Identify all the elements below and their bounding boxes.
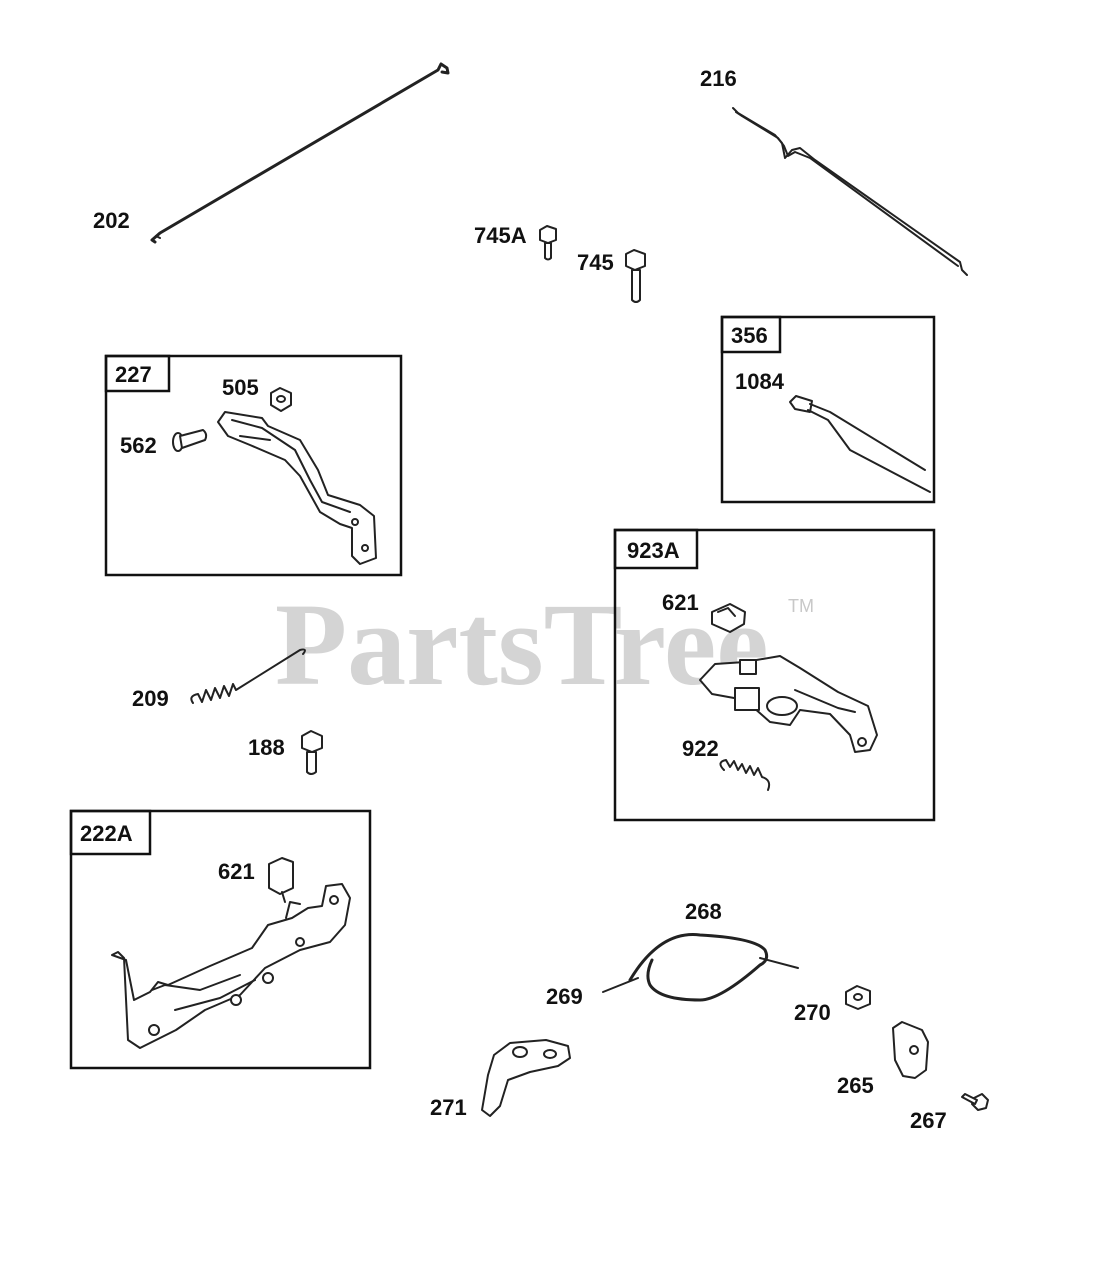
watermark: PartsTree	[275, 579, 769, 710]
label-202[interactable]: 202	[93, 208, 130, 233]
part-1084-harness[interactable]	[789, 395, 931, 493]
label-621-top[interactable]: 621	[662, 590, 699, 615]
part-216-link[interactable]	[732, 107, 968, 276]
part-505-nut[interactable]	[270, 387, 292, 412]
part-268-cable[interactable]	[602, 933, 799, 1002]
label-209[interactable]: 209	[132, 686, 169, 711]
box-222A-label[interactable]: 222A	[80, 821, 133, 846]
box-356-label[interactable]: 356	[731, 323, 768, 348]
label-745A[interactable]: 745A	[474, 223, 527, 248]
watermark-tm: TM	[788, 596, 814, 616]
label-621-lower[interactable]: 621	[218, 859, 255, 884]
label-1084[interactable]: 1084	[735, 369, 785, 394]
part-621-clip-923A[interactable]	[711, 603, 746, 633]
part-922-spring[interactable]	[719, 759, 771, 791]
part-923A-bracket[interactable]	[699, 655, 878, 753]
label-922[interactable]: 922	[682, 736, 719, 761]
label-267[interactable]: 267	[910, 1108, 947, 1133]
part-202-rod[interactable]	[150, 62, 450, 244]
box-923A-label[interactable]: 923A	[627, 538, 680, 563]
part-222A-assembly[interactable]	[111, 883, 351, 1049]
label-271[interactable]: 271	[430, 1095, 467, 1120]
box-227-tag	[104, 354, 171, 393]
box-356-tag	[720, 315, 782, 354]
label-216[interactable]: 216	[700, 66, 737, 91]
label-270[interactable]: 270	[794, 1000, 831, 1025]
box-356	[720, 315, 936, 504]
box-923A-tag	[613, 528, 699, 570]
part-270-nut[interactable]	[845, 985, 871, 1010]
part-562-pin[interactable]	[172, 429, 208, 452]
part-745A-bolt[interactable]	[539, 225, 557, 261]
label-269[interactable]: 269	[546, 984, 583, 1009]
part-209-spring[interactable]	[190, 648, 306, 704]
label-268[interactable]: 268	[685, 899, 722, 924]
box-227	[104, 354, 403, 577]
label-745[interactable]: 745	[577, 250, 614, 275]
part-745-bolt[interactable]	[625, 249, 646, 303]
label-562[interactable]: 562	[120, 433, 157, 458]
label-188[interactable]: 188	[248, 735, 285, 760]
box-923A	[613, 528, 936, 822]
part-265-clamp[interactable]	[892, 1021, 929, 1079]
part-267-screw[interactable]	[961, 1093, 989, 1111]
part-271-lever[interactable]	[481, 1039, 571, 1117]
box-222A	[69, 809, 372, 1070]
part-621-clip-222A[interactable]	[268, 857, 294, 903]
part-188-bolt[interactable]	[301, 730, 323, 775]
box-227-label[interactable]: 227	[115, 362, 152, 387]
label-505[interactable]: 505	[222, 375, 259, 400]
box-222A-tag	[69, 809, 152, 856]
label-265[interactable]: 265	[837, 1073, 874, 1098]
part-227-lever[interactable]	[217, 411, 377, 565]
